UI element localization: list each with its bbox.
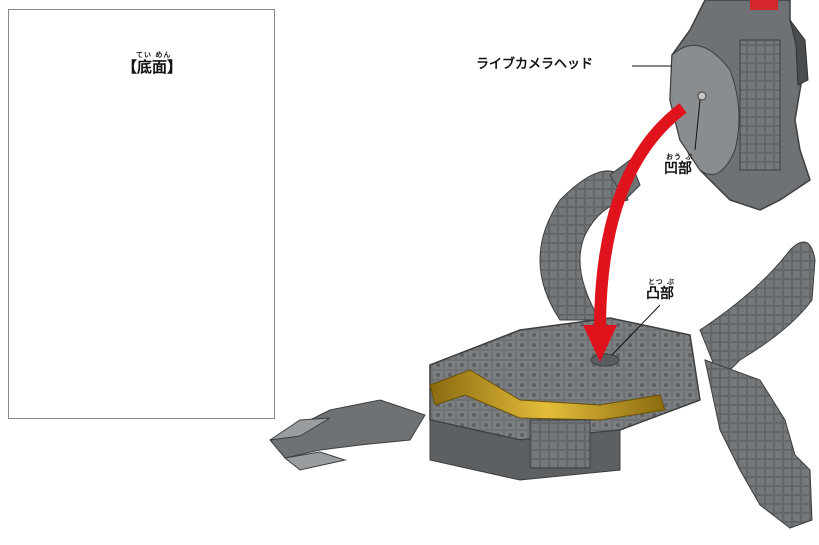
convex-leader-line [611, 304, 661, 356]
inset-title: 【底面】 [122, 58, 183, 76]
camera-head-label: ライブカメラヘッド [476, 57, 594, 72]
live-camera-head [669, 0, 811, 211]
bottom-view-inset [8, 9, 275, 419]
concave-leader-line [694, 99, 701, 151]
concave-label: 凹部 [664, 161, 692, 177]
concave-label-ruby: おう ぶ [666, 153, 694, 161]
scorpion-base [269, 159, 816, 529]
convex-label-ruby: とつ ぶ [648, 278, 676, 286]
inset-title-ruby: てい めん [136, 51, 172, 59]
attach-arrow [583, 103, 687, 362]
convex-label: 凸部 [646, 286, 674, 302]
